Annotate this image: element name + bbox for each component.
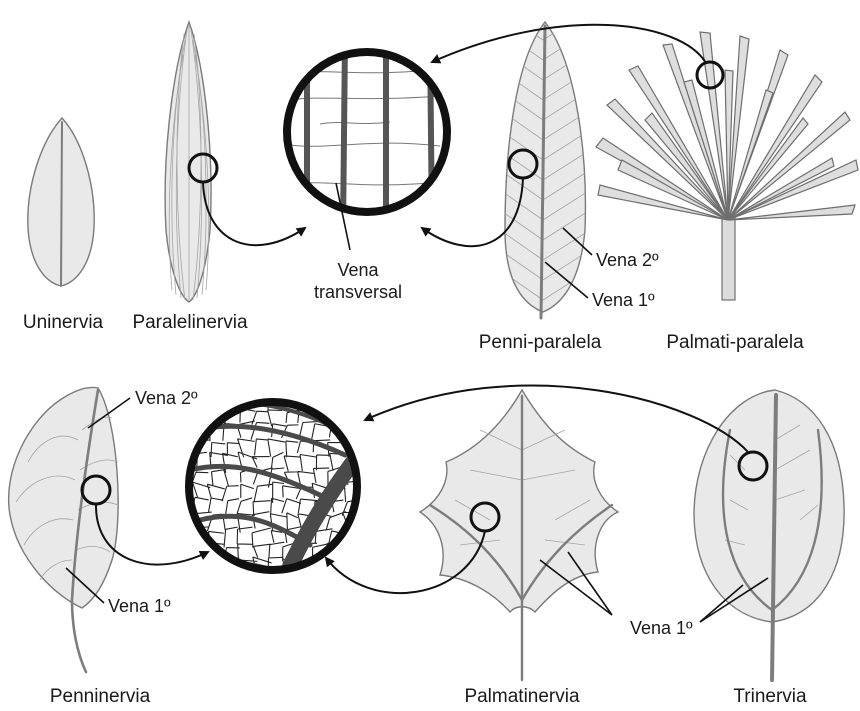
leaf-trinervia (694, 390, 844, 680)
leaf-palmatinervia (420, 390, 618, 680)
leaf-penninervia (9, 388, 119, 673)
caption-trinervia: Trinervia (733, 686, 807, 707)
magnifier-reticulate-veins (177, 391, 378, 592)
label-bottom-left-vena-2: Vena 2º (135, 388, 198, 408)
label-bottom-right-vena-1: Vena 1º (630, 618, 693, 638)
leaf-penni-paralela (500, 10, 590, 318)
label-vena-transversal-line1: Vena (337, 260, 379, 280)
caption-paralelinervia: Paralelinervia (132, 312, 248, 333)
caption-palmati-paralela: Palmati-paralela (666, 332, 804, 353)
label-vena-transversal-line2: transversal (314, 282, 402, 302)
caption-uninervia: Uninervia (23, 312, 104, 333)
caption-penninervia: Penninervia (50, 686, 151, 707)
magnifier-parallel-veins (287, 40, 447, 230)
leaf-uninervia (28, 118, 94, 286)
leaf-paralelinervia (165, 22, 211, 302)
label-bottom-left-vena-1: Vena 1º (108, 596, 171, 616)
caption-penni-paralela: Penni-paralela (479, 332, 602, 353)
label-top-vena-1: Vena 1º (592, 290, 655, 310)
label-top-vena-2: Vena 2º (596, 250, 659, 270)
arrow-paralelinervia-to-magnifier (203, 182, 305, 245)
caption-palmatinervia: Palmatinervia (464, 686, 580, 707)
arrow-palmati-to-magnifier (432, 25, 706, 63)
